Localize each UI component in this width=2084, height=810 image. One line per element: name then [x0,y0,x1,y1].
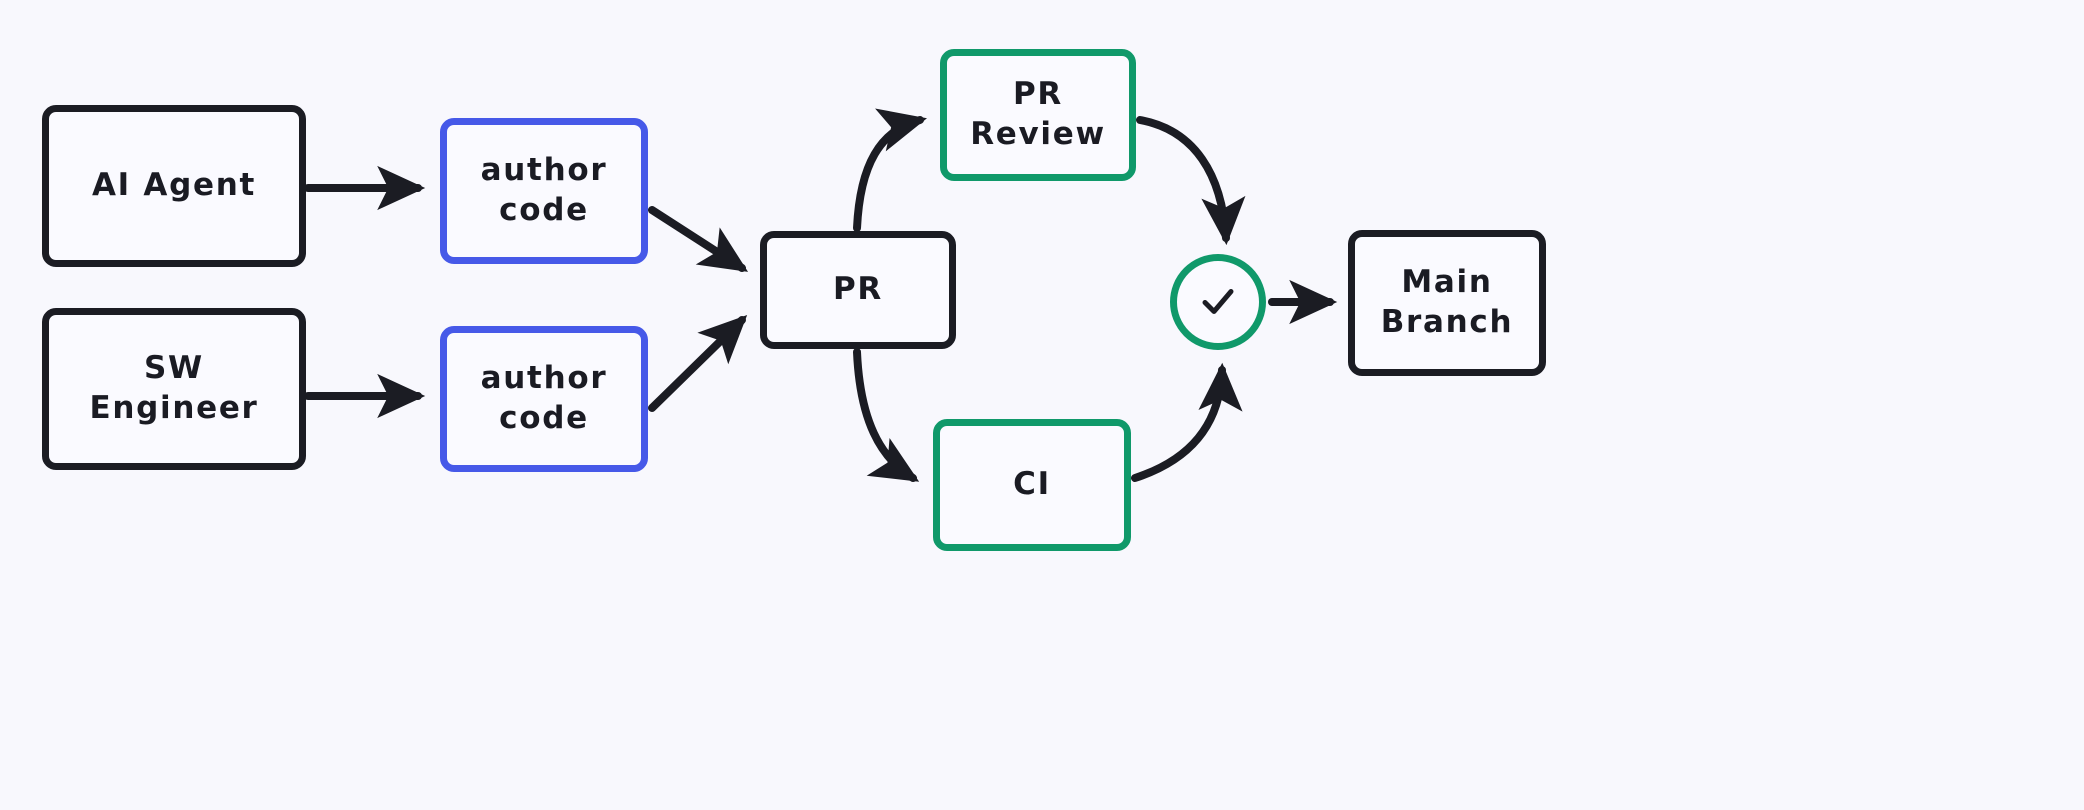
edge-author-code-top-to-pr [648,206,749,272]
node-sw-engineer-label: SW Engineer [89,350,259,426]
node-ai-agent-label: AI Agent [91,167,257,204]
edge-pr-to-pr-review [853,108,927,232]
node-author-code-ai-agent-label: author code [480,152,608,228]
node-pr-review[interactable]: PR Review [940,49,1136,181]
edge-pr-to-ci [853,348,920,482]
edge-pr-review-to-check [1136,116,1246,246]
edge-author-code-bottom-to-pr [648,314,748,412]
node-ci-label: CI [1013,466,1051,503]
edge-ci-to-check [1131,362,1243,482]
node-main-branch[interactable]: Main Branch [1348,230,1546,376]
node-pr[interactable]: PR [760,231,956,349]
node-pr-review-label: PR Review [970,76,1106,152]
node-ai-agent[interactable]: AI Agent [42,105,306,267]
node-ci[interactable]: CI [933,419,1131,551]
node-main-branch-label: Main Branch [1380,264,1514,340]
node-check-circle[interactable] [1170,254,1266,350]
node-author-code-ai-agent[interactable]: author code [440,118,648,264]
check-icon [1195,279,1241,325]
node-pr-label: PR [832,271,883,308]
node-author-code-sw-engineer-label: author code [480,360,608,436]
node-author-code-sw-engineer[interactable]: author code [440,326,648,472]
node-sw-engineer[interactable]: SW Engineer [42,308,306,470]
